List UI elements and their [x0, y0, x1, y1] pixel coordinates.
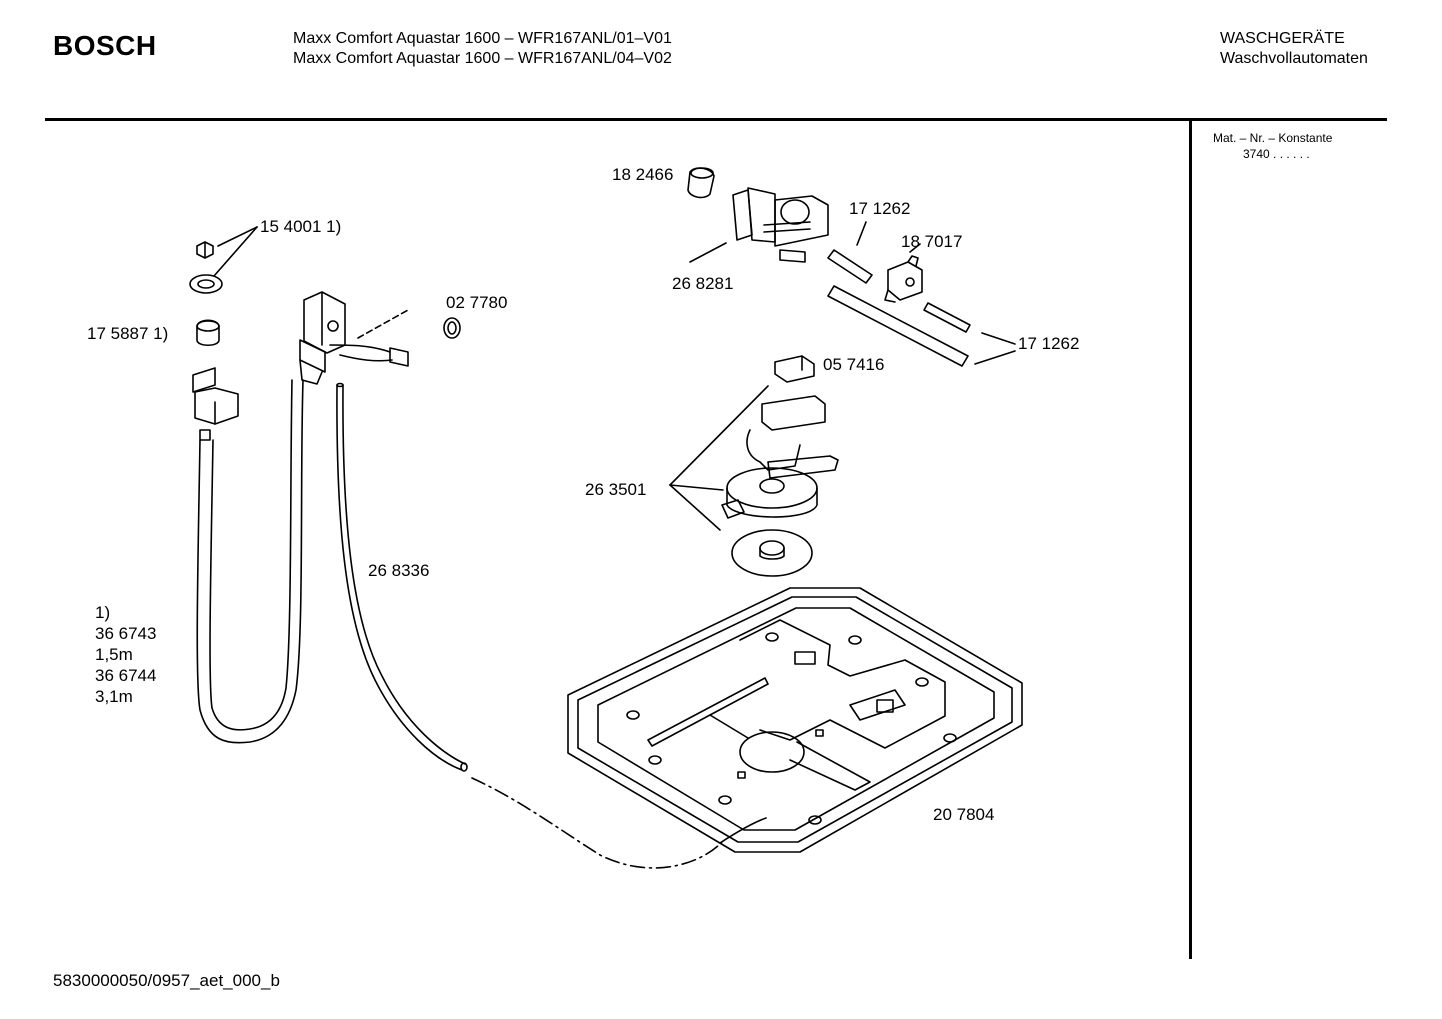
subcategory-title: Waschvollautomaten [1220, 50, 1368, 67]
hose-171262-lower [827, 285, 1016, 367]
footnote-part-2: 36 6744 [95, 666, 157, 685]
valve-cap-part [687, 167, 715, 199]
membrane-disc [731, 529, 813, 577]
tube-268336 [336, 382, 468, 772]
footnote-marker: 1) [95, 603, 111, 622]
inlet-hose [192, 367, 304, 744]
model-line-1: Maxx Comfort Aquastar 1600 – WFR167ANL/0… [293, 30, 672, 47]
sidebar-divider [1189, 118, 1192, 959]
document-code: 5830000050/0957_aet_000_b [53, 971, 280, 990]
label-171262-a: 17 1262 [849, 199, 911, 218]
label-187017: 18 7017 [901, 232, 963, 251]
model-title: Maxx Comfort Aquastar 1600 – WFR167ANL/0… [293, 29, 672, 69]
label-027780: 02 7780 [446, 293, 508, 312]
category-title: WASCHGERÄTE [1220, 30, 1345, 47]
nut-part [196, 241, 214, 259]
label-154001: 15 4001 1) [260, 217, 342, 236]
label-171262-b: 17 1262 [1018, 334, 1080, 353]
model-line-2: Maxx Comfort Aquastar 1600 – WFR167ANL/0… [293, 50, 672, 67]
hose-171262-upper [827, 221, 873, 284]
label-182466: 18 2466 [612, 165, 674, 184]
pressure-switch-part [669, 385, 839, 531]
cap-part [196, 319, 220, 347]
valve-part [689, 187, 829, 263]
footnote-part-1: 36 6743 [95, 624, 157, 643]
washer-part [189, 274, 223, 294]
label-268281: 26 8281 [672, 274, 734, 293]
footnote-block: 1) 36 6743 1,5m 36 6744 3,1m [95, 602, 156, 707]
o-ring-part [443, 317, 461, 339]
label-175887: 17 5887 1) [87, 324, 169, 343]
header-divider [45, 118, 1387, 121]
label-268336: 26 8336 [368, 561, 430, 580]
leader-154001 [213, 226, 258, 277]
label-207804: 20 7804 [933, 805, 995, 824]
brand-logo: BOSCH [53, 30, 157, 61]
material-label: Mat. – Nr. – Konstante [1213, 131, 1333, 145]
label-263501: 26 3501 [585, 480, 647, 499]
footnote-length-2: 3,1m [95, 687, 133, 706]
category-block: WASCHGERÄTE Waschvollautomaten [1220, 29, 1368, 69]
label-057416: 05 7416 [823, 355, 885, 374]
base-tray [567, 587, 1023, 853]
valve-part-187017 [884, 243, 923, 303]
footnote-length-1: 1,5m [95, 645, 133, 664]
material-value: 3740 . . . . . . [1243, 147, 1310, 161]
plug-housing [299, 291, 409, 385]
connector-part [774, 355, 815, 383]
